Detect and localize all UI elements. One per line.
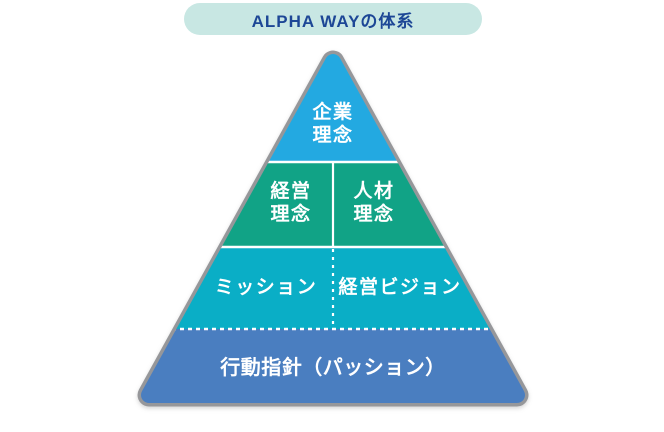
- tier1-label-line1: 企業: [311, 100, 353, 123]
- tier2-band-philosophies: [120, 162, 550, 247]
- diagram-title-banner: ALPHA WAYの体系: [184, 3, 482, 35]
- tier1-label-line2: 理念: [312, 123, 353, 146]
- tier3-band-mission-vision: [120, 247, 550, 329]
- tier2-right-label-line2: 理念: [353, 202, 394, 225]
- tier2-right-label-line1: 人材: [353, 179, 394, 202]
- tier3-left-label-mission: ミッション: [215, 277, 318, 298]
- diagram-title: ALPHA WAYの体系: [251, 11, 415, 31]
- tier1-band-corporate-philosophy: [120, 40, 550, 162]
- tier4-label-action-guideline: 行動指針（パッション）: [219, 355, 446, 379]
- tier4-band-action-guideline: [120, 329, 550, 411]
- tier2-left-label-line1: 経営: [270, 179, 311, 202]
- tier3-right-label-vision: 経営ビジョン: [338, 275, 461, 298]
- tier2-left-label-line2: 理念: [270, 202, 311, 225]
